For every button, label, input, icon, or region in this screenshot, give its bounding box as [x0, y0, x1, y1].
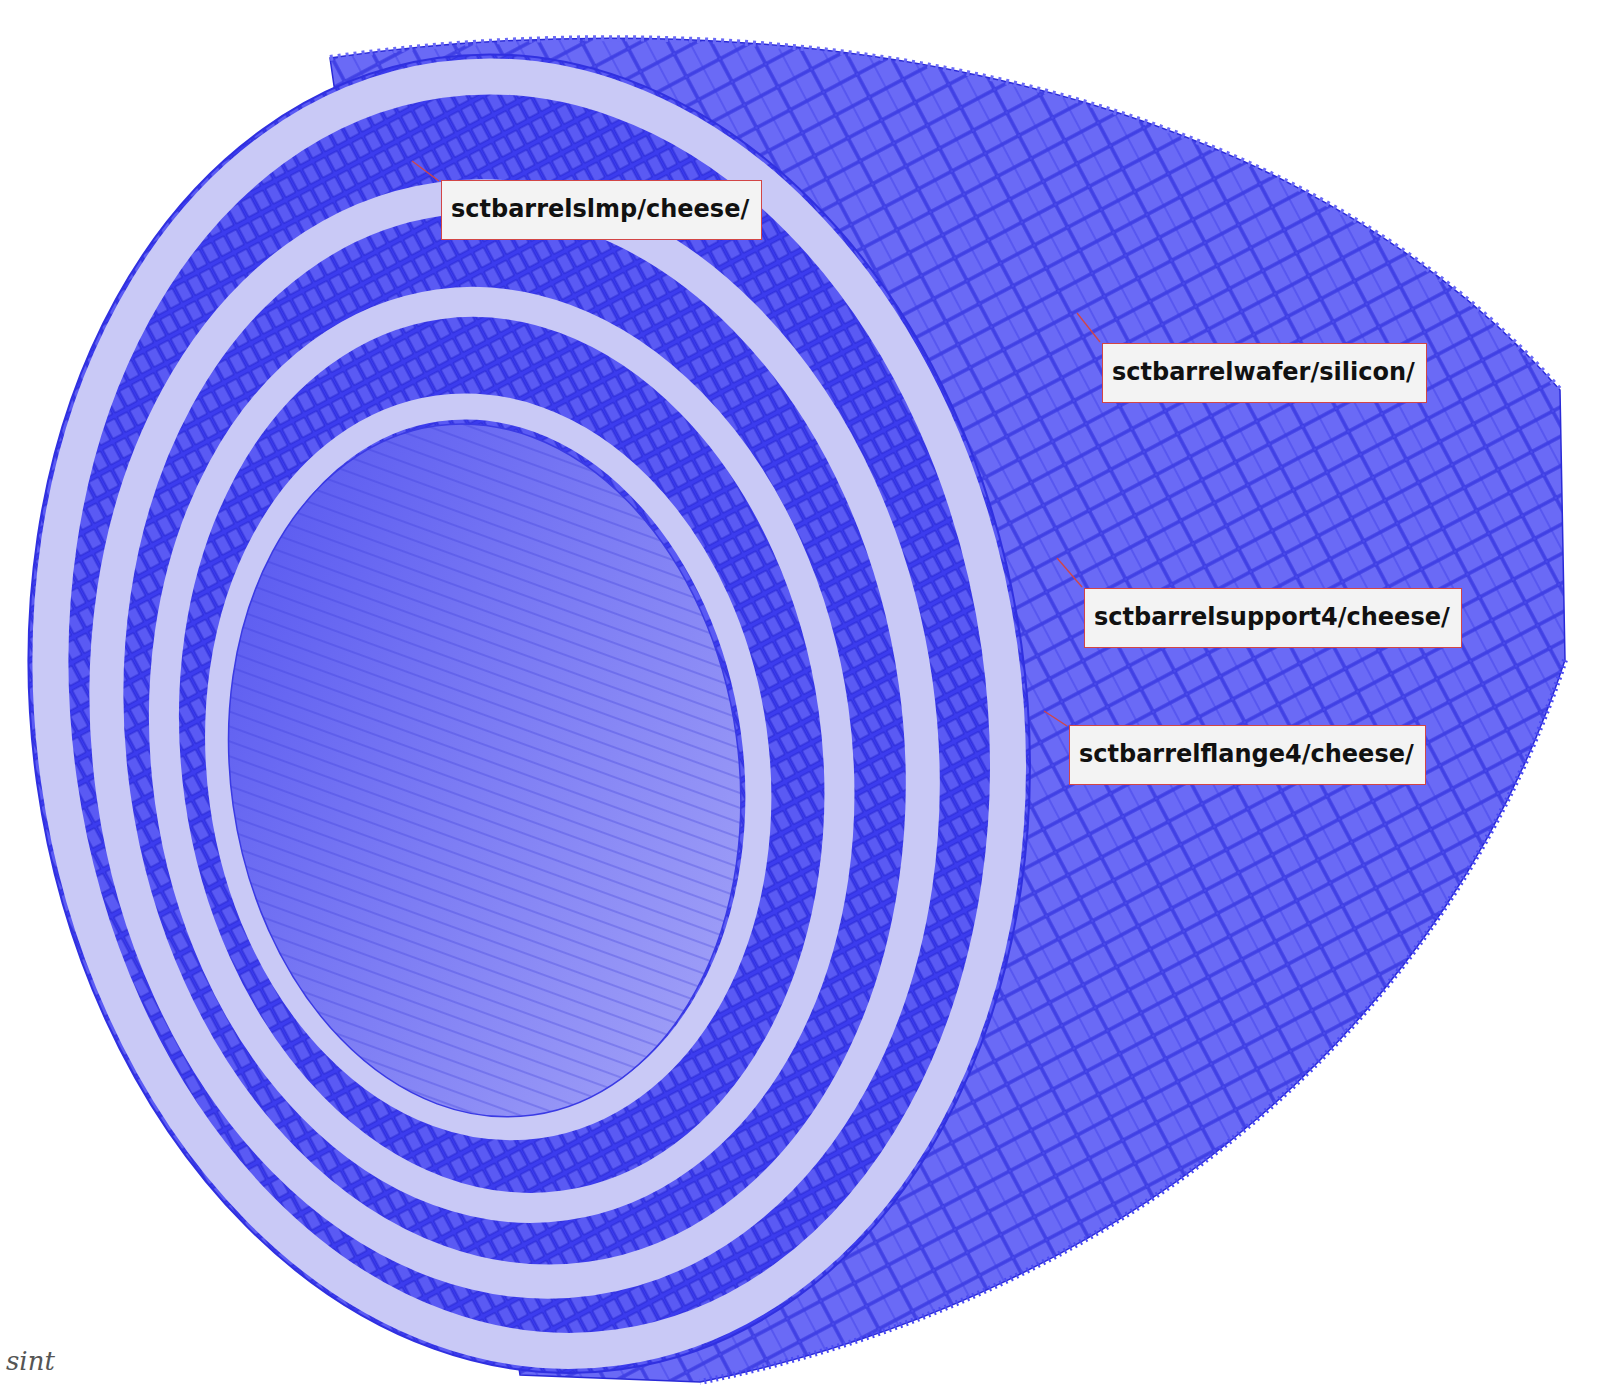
part-name: sctbarrelsupport4/cheese/ [1094, 602, 1452, 632]
callout-box: sctbarrelslmp/cheese/ [441, 180, 762, 240]
part-name: sctbarrelwafer/silicon/ [1112, 357, 1417, 387]
callout-box: sctbarrelwafer/silicon/ [1102, 343, 1427, 403]
callout-box: sctbarrelsupport4/cheese/ [1084, 588, 1462, 648]
callout-box: sctbarrelflange4/cheese/ [1069, 725, 1426, 785]
part-name: sctbarrelslmp/cheese/ [451, 194, 752, 224]
watermark: sint [6, 1346, 55, 1376]
part-name: sctbarrelflange4/cheese/ [1079, 739, 1416, 769]
